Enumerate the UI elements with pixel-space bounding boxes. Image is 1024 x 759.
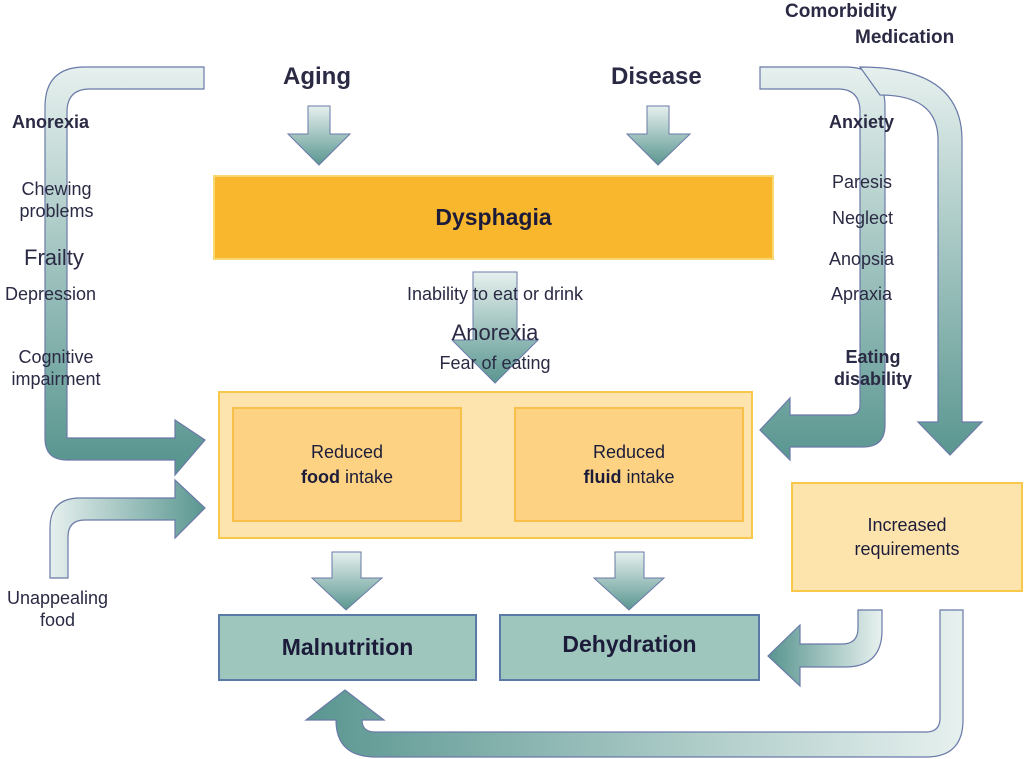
anxiety-label: Anxiety [829, 112, 895, 132]
frailty-label: Frailty [24, 245, 84, 270]
dysphagia-down-arrow [450, 271, 540, 384]
increased-requirements-box [791, 482, 1023, 592]
fluid-to-dehydration-arrow [592, 551, 666, 611]
dysphagia-text: Dysphagia [435, 204, 552, 230]
eating-line2: disability [833, 368, 913, 389]
depression-label: Depression [5, 284, 97, 304]
unappealing-food-label: Unappealing food [0, 588, 115, 631]
requirements-to-dehydration-arrow [767, 609, 883, 688]
chewing-line1: Chewing [21, 179, 92, 199]
unappealing-line1: Unappealing [6, 588, 109, 608]
reduced-food-box [232, 407, 462, 522]
reduced-fluid-line1: Reduced [592, 442, 666, 463]
food-rest: intake [339, 466, 394, 487]
left-anorexia-label: Anorexia [12, 112, 90, 132]
unappealing-food-arrow [49, 478, 206, 579]
eating-line1: Eating [845, 347, 901, 367]
unappealing-line2: food [39, 609, 76, 630]
increased-requirements-text: Increased requirements [792, 483, 1022, 591]
food-to-malnutrition-arrow [310, 551, 384, 611]
dysphagia-box [213, 175, 774, 260]
fluid-bold: fluid [583, 466, 622, 487]
cognitive-line1: Cognitive [18, 347, 94, 367]
reduced-fluid-box [514, 407, 744, 522]
right-outer-curved-arrow [858, 66, 984, 456]
reduced-food-text: Reduced food intake [233, 408, 461, 521]
comorbidity-label: Comorbidity [785, 1, 897, 22]
cognitive-line2: impairment [11, 368, 101, 389]
aging-down-arrow [286, 105, 352, 166]
inability-label: Inability to eat or drink [406, 284, 584, 304]
dehydration-text: Dehydration [562, 631, 697, 657]
reduced-food-line1: Reduced [310, 442, 384, 463]
requirements-line2: requirements [854, 539, 960, 559]
disease-down-arrow [625, 105, 692, 166]
requirements-line1: Increased [867, 514, 947, 535]
paresis-label: Paresis [832, 172, 893, 192]
reduced-fluid-line2: fluid intake [583, 465, 674, 489]
fear-of-eating-label: Fear of eating [439, 353, 551, 373]
cognitive-impairment-label: Cognitive impairment [1, 347, 111, 390]
fluid-rest: intake [621, 466, 675, 487]
bottom-return-arrow [304, 609, 964, 758]
anopsia-label: Anopsia [829, 249, 895, 269]
aging-label: Aging [283, 63, 351, 90]
dehydration-box [499, 614, 760, 681]
eating-disability-label: Eating disability [820, 347, 926, 390]
malnutrition-box [218, 614, 477, 681]
neglect-label: Neglect [832, 208, 894, 228]
chewing-line2: problems [19, 200, 94, 221]
reduced-fluid-text: Reduced fluid intake [515, 408, 743, 521]
left-curved-arrow [44, 66, 206, 477]
chewing-problems-label: Chewing problems [5, 179, 108, 222]
food-bold: food [300, 466, 340, 487]
malnutrition-text: Malnutrition [281, 634, 414, 660]
reduced-food-line2: food intake [301, 465, 393, 489]
center-anorexia-label: Anorexia [451, 320, 539, 345]
medication-label: Medication [855, 27, 955, 48]
apraxia-label: Apraxia [831, 284, 893, 304]
disease-label: Disease [611, 63, 702, 90]
